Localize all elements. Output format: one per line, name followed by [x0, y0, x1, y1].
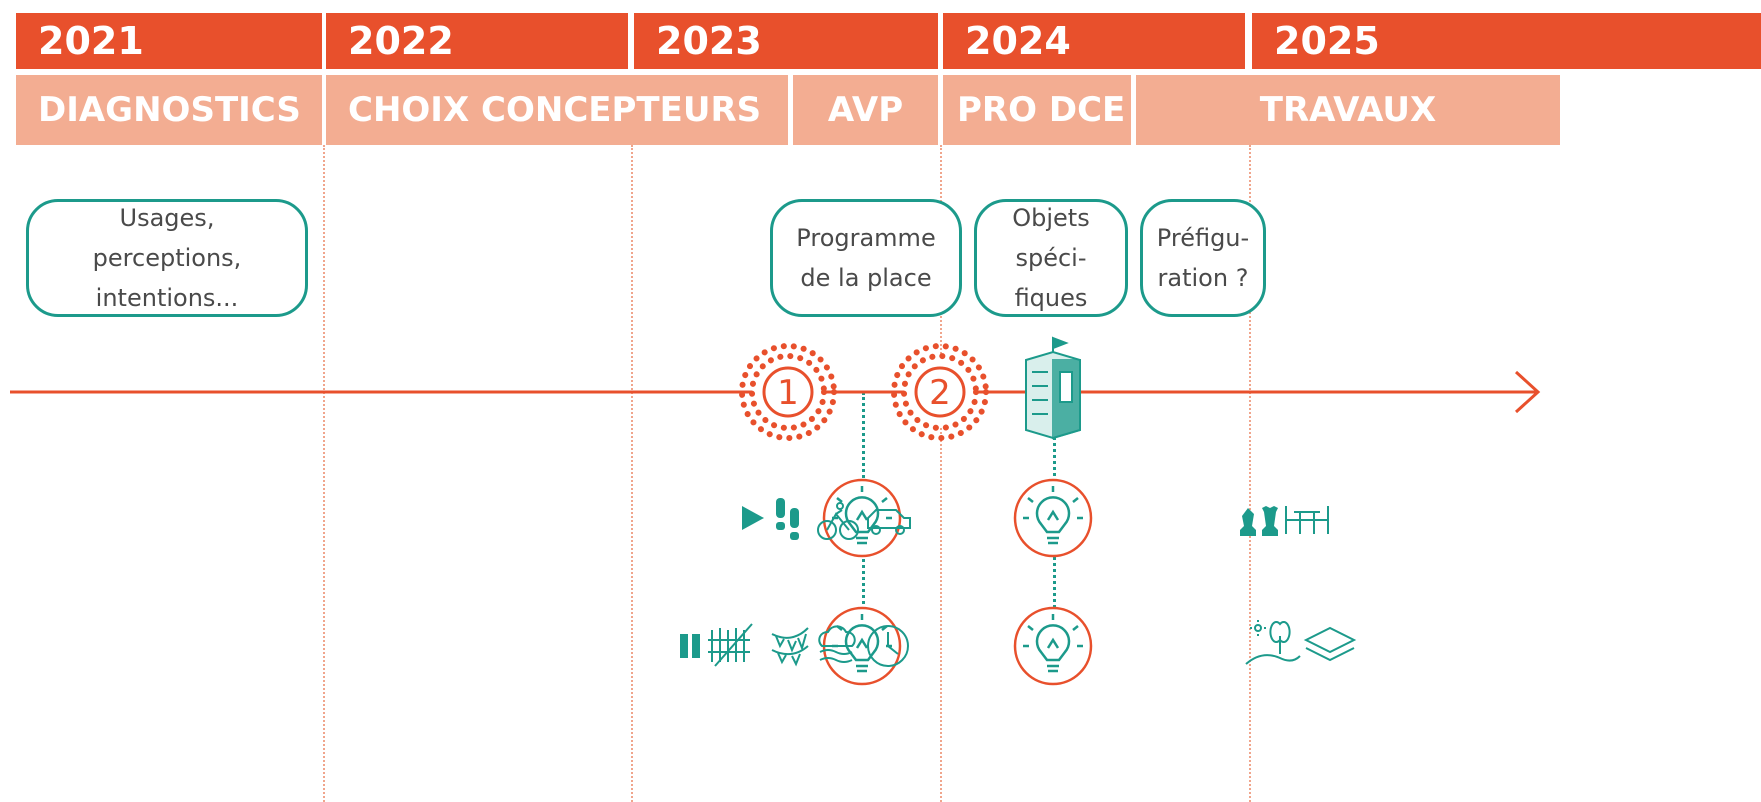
kiosk-icon — [1025, 336, 1081, 440]
phase-choix-concepteurs: CHOIX CONCEPTEURS — [326, 75, 788, 145]
box-prefiguration: Préfigu- ration ? — [1140, 199, 1266, 317]
box-usages: Usages, perceptions, intentions... — [26, 199, 308, 317]
phase-avp: AVP — [793, 75, 938, 145]
milestone-1-number: 1 — [777, 373, 799, 413]
sun-plant-icon — [1245, 620, 1301, 665]
phase-pro-dce: PRO DCE — [943, 75, 1131, 145]
footprints-icon — [776, 498, 799, 540]
weather-icon — [818, 625, 856, 663]
year-2023: 2023 — [634, 13, 938, 69]
lightbulb-icon — [822, 478, 902, 558]
year-2022: 2022 — [326, 13, 628, 69]
year-divider — [323, 145, 325, 802]
clock-icon — [867, 625, 909, 667]
lightbulb-icon — [1013, 606, 1093, 686]
car-icon — [867, 509, 911, 535]
phase-travaux: TRAVAUX — [1136, 75, 1560, 145]
year-divider — [1249, 145, 1251, 802]
year-divider — [940, 145, 942, 802]
year-2021: 2021 — [16, 13, 322, 69]
bench-icon — [1285, 506, 1329, 534]
pause-icon — [680, 634, 700, 658]
milestone-1: 1 — [739, 343, 837, 441]
year-2024: 2024 — [943, 13, 1245, 69]
year-divider — [631, 145, 633, 802]
bunting-icon — [771, 627, 809, 667]
box-objets: Objets spéci- fiques — [974, 199, 1128, 317]
milestone-2-number: 2 — [929, 373, 951, 413]
fence-icon — [708, 623, 753, 667]
chess-icon — [1240, 506, 1278, 536]
year-2025: 2025 — [1252, 13, 1761, 69]
box-programme: Programme de la place — [770, 199, 962, 317]
phase-diagnostics: DIAGNOSTICS — [16, 75, 322, 145]
milestone-2: 2 — [891, 343, 989, 441]
lightbulb-icon — [1013, 478, 1093, 558]
layers-icon — [1303, 626, 1357, 662]
play-icon — [742, 506, 764, 530]
cyclist-icon — [817, 502, 859, 540]
